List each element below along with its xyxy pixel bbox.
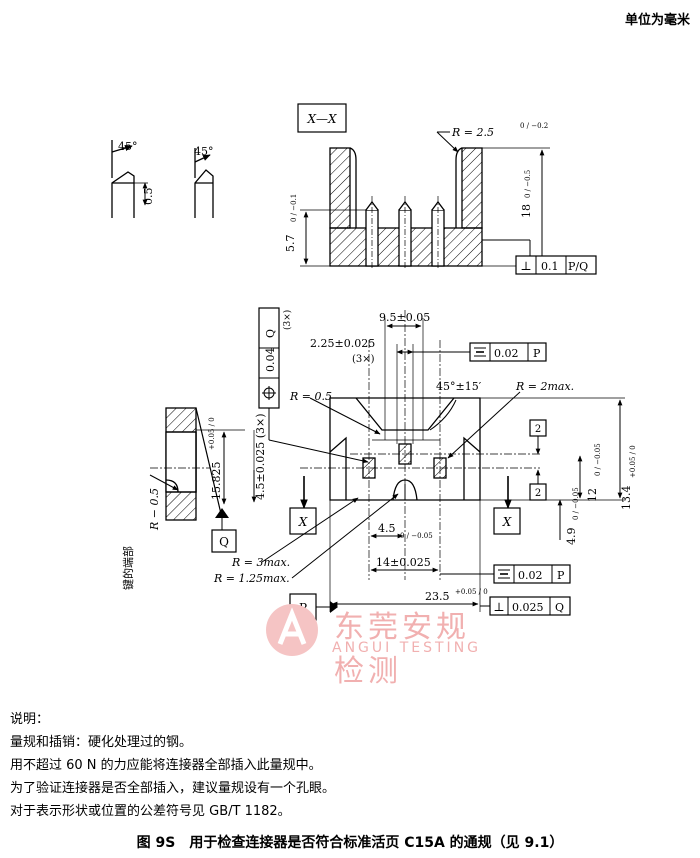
pin-tip-detail-b [194, 148, 214, 218]
perp2-reference: Q [555, 601, 564, 614]
r-25-tolerance: 0 / −0.2 [520, 122, 548, 130]
perp-value: 0.1 [541, 260, 559, 273]
cut-x-left-label: X [298, 515, 308, 529]
watermark-logo-icon [266, 604, 318, 656]
perp-reference: P/Q [568, 260, 588, 273]
figure-caption: 图 9S 用于检查连接器是否符合标准活页 C15A 的通规（见 9.1） [136, 835, 564, 851]
dim-57-tolerance: 0 / −0.1 [290, 194, 298, 222]
dim-95-label: 9.5±0.05 [379, 311, 430, 324]
section-view-label: X—X [306, 112, 337, 126]
dim-45-025-label: 4.5±0.025 (3×) [254, 414, 267, 501]
dim-57-label: 5.7 [284, 235, 297, 253]
dim-15825-tolerance: +0.05 / 0 [208, 417, 216, 450]
dim-18-tolerance: 0 / −0.5 [524, 170, 532, 198]
dim-225-label: 2.25±0.025 [310, 337, 375, 350]
watermark-en: ANGUI TESTING [332, 640, 482, 656]
dim-134-tolerance: +0.05 / 0 [629, 445, 637, 478]
cut-x-right-label: X [502, 515, 512, 529]
notes-block: 说明： 量规和插销：硬化处理过的钢。 用不超过 60 N 的力应能将连接器全部插… [10, 708, 335, 823]
datum-q-label: Q [219, 535, 229, 549]
section-view-box [297, 103, 347, 133]
dim-12-label: 12 [586, 488, 599, 502]
dim-235-label: 23.5 [425, 590, 450, 603]
pin-tip-detail-a [111, 140, 148, 218]
r-25-label: R = 2.5 [451, 126, 494, 139]
dim-18-label: 18 [520, 204, 533, 218]
cut-marker-x-left [289, 507, 317, 535]
watermark-cn: 东莞安规检测 [334, 610, 470, 689]
box-2-bottom-label: 2 [535, 488, 541, 499]
note-line-3: 为了验证连接器是否全部插入，建议量规设有一个孔眼。 [10, 781, 336, 796]
symmetry-frame-bottom [440, 564, 571, 584]
dim-05-label: 0.5 [142, 188, 155, 206]
note-line-1: 量规和插销：硬化处理过的钢。 [10, 735, 193, 750]
perpendicular-icon-bottom: ⊥ [493, 600, 504, 614]
cut-marker-x-right [493, 507, 521, 535]
dim-49-tolerance: 0 / −0.05 [572, 487, 580, 520]
unit-label: 单位为毫米 [624, 13, 690, 28]
dim-15825-label: 15.825 [210, 462, 223, 501]
note-line-4: 对于表示形状或位置的公差符号见 GB/T 1182。 [10, 804, 291, 819]
dim-134-label: 13.4 [620, 486, 633, 511]
angle-45-label-b: 45° [194, 145, 214, 158]
sym-reference-bottom: P [557, 569, 565, 582]
r-05-label: R = 0.5 [289, 390, 332, 403]
note-line-2: 用不超过 60 N 的力应能将连接器全部插入此量规中。 [10, 758, 322, 773]
sym-reference-top: P [533, 347, 541, 360]
technical-drawing: 45° 0.5 45° X—X R = 2.5 0 / −0.2 18 0 / … [111, 103, 637, 621]
dim-45-label: 4.5 [378, 522, 396, 535]
datum-q-box [211, 529, 237, 553]
angle-4515-label: 45°±15′ [436, 380, 482, 393]
r-2max-label: R = 2max. [515, 380, 574, 393]
sym-value-bottom: 0.02 [518, 569, 543, 582]
symmetry-frame-top [413, 342, 547, 362]
perpendicular-icon: ⊥ [520, 259, 531, 273]
section-x-body [329, 147, 483, 270]
pos-value: 0.04 [264, 348, 277, 373]
angle-45-label-a: 45° [118, 140, 138, 153]
box-2-top-label: 2 [535, 424, 541, 435]
pos-3x-label: (3×) [282, 310, 293, 330]
key-end-label: 键的端部 [121, 546, 135, 590]
r-125max-label: R = 1.25max. [213, 572, 290, 585]
perpendicularity-frame-bottom: ⊥ [480, 596, 571, 616]
times3-label: (3×) [352, 354, 375, 365]
r-3max-label: R = 3max. [231, 556, 290, 569]
dim-45-tolerance: 0 / −0.05 [400, 532, 433, 540]
positional-frame [258, 307, 369, 464]
pos-reference: Q [264, 329, 277, 338]
dim-235-tolerance: +0.05 / 0 [455, 588, 488, 596]
dim-49-label: 4.9 [565, 528, 578, 546]
perpendicularity-frame-top: ⊥ [482, 239, 597, 275]
dim-12-tolerance: 0 / −0.05 [594, 443, 602, 476]
r-05-left-label: R − 0.5 [148, 488, 161, 531]
dim-14-label: 14±0.025 [376, 556, 431, 569]
perp2-value: 0.025 [512, 601, 544, 614]
key-end-section [150, 407, 210, 521]
notes-heading: 说明： [10, 712, 50, 727]
watermark: 东莞安规检测 ANGUI TESTING [262, 600, 492, 689]
sym-value-top: 0.02 [494, 347, 519, 360]
